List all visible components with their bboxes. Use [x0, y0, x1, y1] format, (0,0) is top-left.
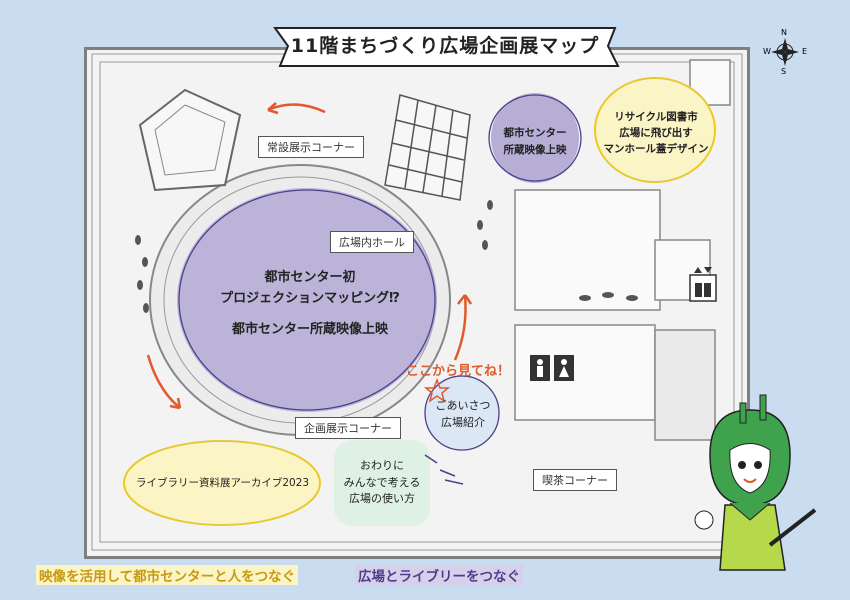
greeting-line1: ごあいさつ — [435, 399, 491, 412]
recycle-line3: マンホール蓋デザイン — [603, 142, 709, 155]
scribble-lines — [424, 454, 464, 485]
restroom-icon — [530, 355, 574, 381]
label-cafe-corner: 喫茶コーナー — [533, 469, 617, 491]
label-hall: 広場内ホール — [330, 231, 414, 253]
greeting-line2: 広場紹介 — [441, 415, 485, 429]
greeting-text: ごあいさつ 広場紹介 — [427, 398, 499, 431]
right-rooms — [514, 59, 731, 441]
recycle-line2: 広場に飛び出す — [619, 126, 693, 139]
compass-n: N — [781, 28, 787, 37]
video-blob — [491, 93, 579, 183]
caption-right: 広場とライブリーをつなぐ — [355, 565, 523, 585]
ending-line3: 広場の使い方 — [349, 492, 415, 505]
label-exhibit-corner: 企画展示コーナー — [295, 417, 401, 439]
video-text: 都市センター 所蔵映像上映 — [495, 125, 575, 159]
projection-line2: プロジェクションマッピング⁉ — [220, 290, 400, 306]
archive-blob — [122, 443, 322, 523]
look-here-note: ここから見てね！ — [406, 364, 511, 379]
greeting-circle — [424, 375, 500, 451]
title-banner — [273, 27, 620, 67]
elevator-icon — [689, 267, 717, 302]
mascot — [694, 394, 817, 571]
recycle-blob — [593, 80, 717, 180]
page-title: 11階まちづくり広場企画展マップ — [290, 34, 600, 57]
ending-line1: おわりに — [360, 459, 404, 472]
compass-s: S — [781, 67, 787, 76]
star-icon — [423, 377, 451, 403]
arrow-icon — [146, 102, 473, 410]
grid-structure — [384, 94, 471, 201]
pentagon-structure — [138, 88, 242, 192]
video-line1: 都市センター — [503, 127, 567, 139]
caption-left: 映像を活用して都市センターと人をつなぐ — [36, 565, 299, 585]
video-line2: 所蔵映像上映 — [503, 143, 567, 156]
projection-text: 都市センター初 プロジェクションマッピング⁉ 都市センター所蔵映像上映 — [180, 268, 440, 340]
ending-line2: みんなで考える — [343, 475, 421, 489]
ending-blob — [334, 440, 430, 526]
archive-text: ライブラリー資料展アーカイブ2023 — [135, 477, 310, 489]
footprint-icon — [135, 200, 638, 313]
compass-w: W — [763, 47, 771, 56]
compass-e: E — [802, 47, 808, 56]
recycle-line1: リサイクル図書市 — [614, 111, 698, 123]
compass-icon — [771, 38, 799, 66]
projection-line3: 都市センター所蔵映像上映 — [231, 321, 388, 337]
ending-text: おわりに みんなで考える 広場の使い方 — [334, 458, 430, 508]
label-permanent-corner: 常設展示コーナー — [258, 136, 364, 158]
recycle-text: リサイクル図書市 広場に飛び出す マンホール蓋デザイン — [595, 110, 717, 157]
projection-line1: 都市センター初 — [264, 270, 356, 285]
